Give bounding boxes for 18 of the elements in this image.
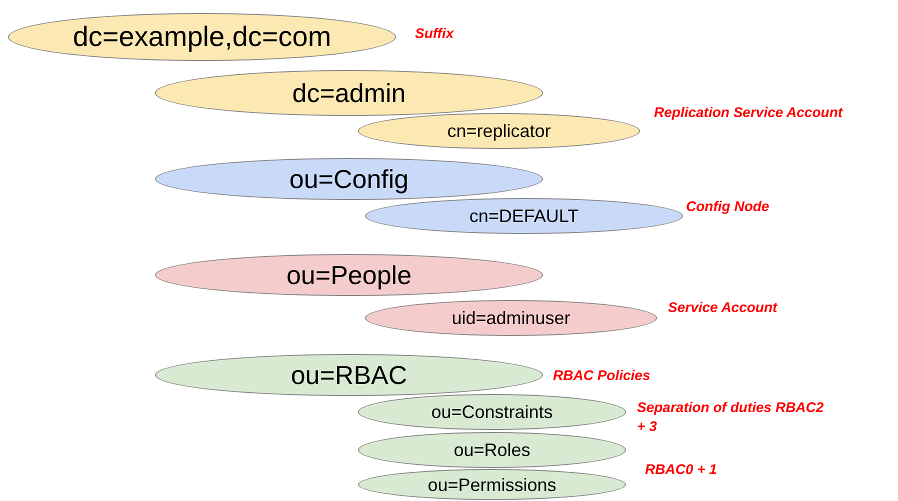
annotation-text: Config Node bbox=[686, 197, 770, 216]
annotation-text: Replication Service Account bbox=[654, 103, 844, 122]
entry-label: uid=adminuser bbox=[452, 309, 570, 327]
entry-label: ou=People bbox=[286, 262, 412, 288]
entry-label: cn=replicator bbox=[447, 122, 551, 140]
annotation-text: Suffix bbox=[415, 24, 455, 43]
entry-label: dc=example,dc=com bbox=[72, 23, 332, 51]
annotation-text: Service Account bbox=[668, 298, 778, 317]
entry-label: dc=admin bbox=[292, 80, 406, 106]
entry-label: ou=Config bbox=[289, 166, 409, 192]
annotation-text: Separation of duties RBAC2 + 3 bbox=[637, 398, 825, 436]
entry-label: ou=Constraints bbox=[431, 403, 553, 421]
annotation-text: RBAC Policies bbox=[553, 366, 652, 385]
entry-label: ou=Permissions bbox=[428, 476, 556, 494]
entry-label: ou=RBAC bbox=[290, 362, 408, 388]
entry-label: ou=Roles bbox=[454, 441, 530, 459]
annotation-text: RBAC0 + 1 bbox=[645, 460, 718, 479]
entry-label: cn=DEFAULT bbox=[469, 207, 579, 225]
